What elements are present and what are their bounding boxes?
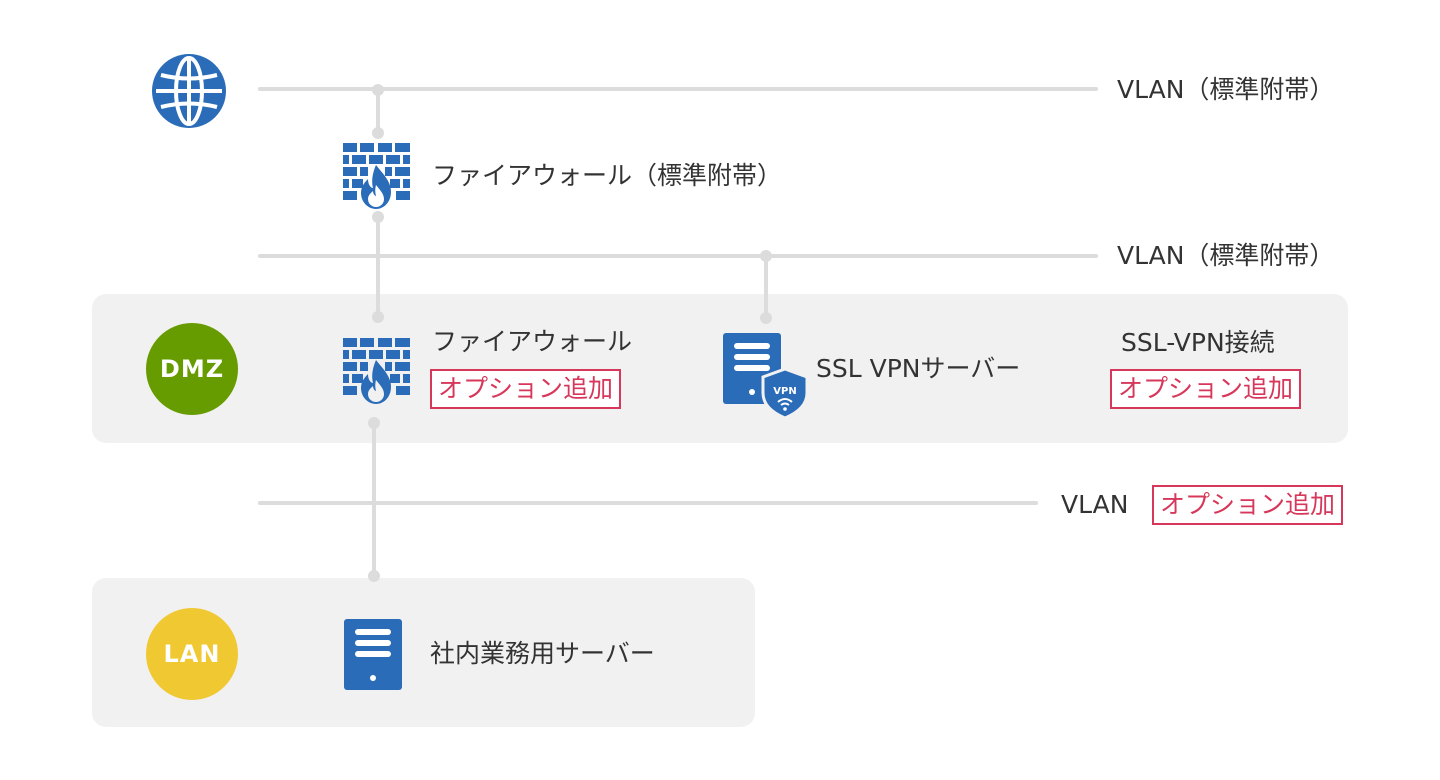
connector-dot [372,127,384,139]
server-icon [344,619,402,690]
vlan-mid-line [258,254,1098,258]
ssl-vpn-option-tag: オプション追加 [1110,369,1302,409]
connector-vlan-vpn [764,256,768,318]
dmz-firewall-option-tag: オプション追加 [430,369,622,409]
connector-firewall-dmz [376,217,380,317]
connector-dot [368,417,380,429]
connector-dot [760,312,772,324]
vlan-top-line [258,87,1098,91]
vlan-lan-option-tag: オプション追加 [1152,485,1344,525]
firewall-standard-label: ファイアウォール（標準附帯） [432,161,783,190]
vlan-lan-line [258,501,1038,505]
connector-dmz-lan [372,423,376,576]
vlan-mid-label: VLAN（標準附帯） [1117,241,1335,270]
lan-server-label: 社内業務用サーバー [430,639,655,668]
connector-dot [760,250,772,262]
firewall-icon [343,338,410,404]
firewall-icon [343,143,410,209]
dmz-badge: DMZ [146,323,238,415]
vpn-shield-text: VPN [773,386,796,397]
dmz-zone [92,294,1348,443]
dmz-firewall-label: ファイアウォール [432,327,633,356]
ssl-vpn-label: SSL-VPN接続 [1121,328,1275,357]
lan-badge: LAN [146,608,238,700]
connector-dot [372,211,384,223]
vpn-server-icon: VPN [723,333,809,419]
connector-internet-firewall [376,90,380,134]
vpn-server-label: SSL VPNサーバー [816,354,1021,383]
connector-dot [368,570,380,582]
globe-icon [152,54,226,128]
connector-dot [372,84,384,96]
vlan-lan-label: VLAN [1061,490,1129,519]
vlan-top-label: VLAN（標準附帯） [1117,75,1335,104]
connector-dot [372,311,384,323]
